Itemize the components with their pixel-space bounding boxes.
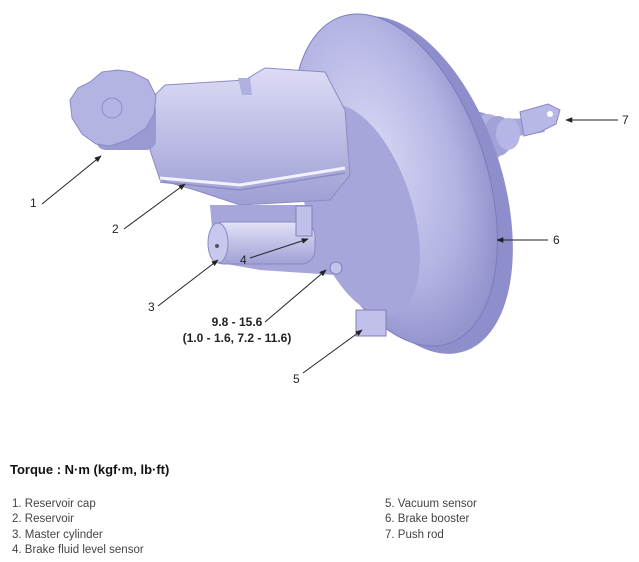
legend-item: 3. Master cylinder	[12, 528, 103, 541]
callout-1: 1	[30, 196, 37, 210]
brake-booster-diagram: 1 2 3 4 5 6 7 9.8 - 15.6 (1.0 - 1.6, 7.2…	[30, 13, 629, 386]
legend-right-column: 5. Vacuum sensor 6. Brake booster 7. Pus…	[385, 497, 477, 543]
torque-units-heading: Torque : N·m (kgf·m, lb·ft)	[10, 462, 170, 477]
legend-item: 5. Vacuum sensor	[385, 498, 477, 510]
master-cylinder-part	[207, 205, 345, 275]
mounting-nut-part	[329, 261, 343, 275]
brake-assembly-illustration	[41, 13, 618, 374]
fluid-level-sensor-part	[295, 205, 313, 237]
callout-7: 7	[622, 113, 629, 127]
legend-item: 6. Brake booster	[385, 513, 470, 526]
leader-lines	[41, 117, 618, 374]
torque-spec: 9.8 - 15.6 (1.0 - 1.6, 7.2 - 11.6)	[172, 314, 302, 346]
vacuum-sensor-part	[355, 309, 387, 337]
callout-6: 6	[553, 233, 560, 247]
torque-spec-nm: 9.8 - 15.6	[211, 315, 263, 329]
brake-booster-part	[292, 13, 513, 354]
reservoir-cap-part	[69, 69, 157, 150]
legend-item: 1. Reservoir cap	[12, 498, 96, 510]
callout-3: 3	[148, 300, 155, 314]
legend-item: 7. Push rod	[385, 528, 444, 541]
legend-item: 2. Reservoir	[12, 513, 74, 526]
callout-5: 5	[293, 372, 300, 386]
reservoir-part	[149, 67, 351, 206]
callout-4: 4	[240, 253, 247, 267]
callout-2: 2	[112, 222, 119, 236]
legend-item: 4. Brake fluid level sensor	[12, 543, 144, 556]
torque-spec-alt: (1.0 - 1.6, 7.2 - 11.6)	[182, 331, 292, 345]
legend-left-column: 1. Reservoir cap 2. Reservoir 3. Master …	[12, 497, 144, 558]
